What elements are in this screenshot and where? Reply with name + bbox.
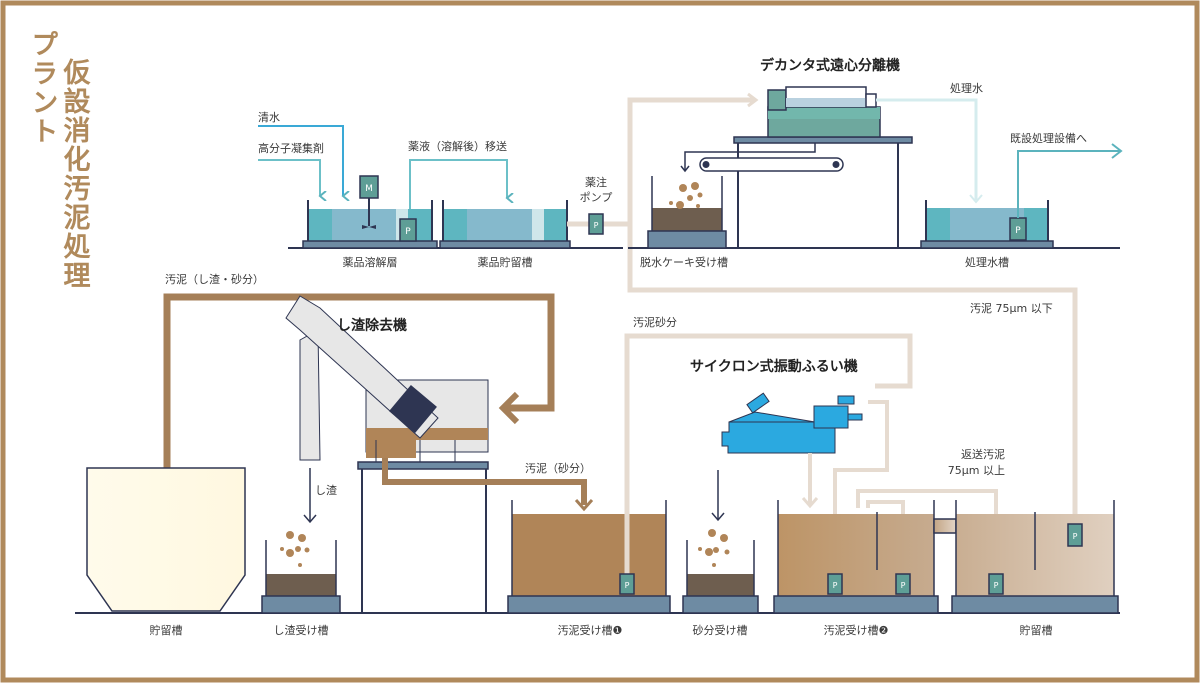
sludge-receiver-2: P P <box>773 500 939 614</box>
sludge-receiver2-label: 汚泥受け槽❷ <box>824 624 889 637</box>
svg-text:P: P <box>994 581 999 590</box>
return-label-1: 返送汚泥 <box>961 447 1005 461</box>
svg-text:P: P <box>1073 532 1078 541</box>
clear-water-label: 清水 <box>258 111 280 124</box>
sludge-sand-fraction-label: 汚泥砂分 <box>633 316 677 329</box>
clear-water-line <box>258 125 343 196</box>
treated-water-line <box>876 98 978 200</box>
sludge-receiver1-label: 汚泥受け槽❶ <box>558 624 623 637</box>
pump-icon <box>988 573 1004 595</box>
sand-receiver-label: 砂分受け槽 <box>693 624 748 637</box>
screening-machine <box>285 295 594 613</box>
conveyor-belt <box>699 157 844 172</box>
chem-pump-icon <box>588 213 604 235</box>
storage-right-label: 貯留槽 <box>1020 624 1053 637</box>
to-existing-line <box>1017 150 1120 218</box>
svg-text:プラント: プラント <box>27 30 58 146</box>
sludge-screenings-label: 汚泥（し渣・砂分） <box>165 272 264 286</box>
svg-text:M: M <box>365 184 373 194</box>
svg-text:P: P <box>625 581 630 590</box>
treated-water-tank: P <box>920 200 1054 249</box>
pump-icon <box>619 573 635 595</box>
sludge-under75-label: 汚泥 75μm 以下 <box>970 302 1053 315</box>
title-sub: プラント <box>27 30 58 146</box>
chem-transfer-line <box>409 159 507 210</box>
chem-pump-label-2: ポンプ <box>580 191 613 204</box>
sludge-sand-label: 汚泥（砂分） <box>525 462 591 475</box>
storage-tank-left <box>86 467 246 612</box>
storage-left-label: 貯留槽 <box>150 624 183 637</box>
svg-text:仮設消化汚泥処理: 仮設消化汚泥処理 <box>59 58 92 290</box>
sand-receiver-tank <box>682 529 759 614</box>
overflow-connector <box>933 518 957 534</box>
sludge-sand-fraction-line <box>624 333 913 574</box>
polymer-label: 高分子凝集剤 <box>258 141 324 155</box>
pump-icon <box>399 218 417 242</box>
svg-text:P: P <box>833 581 838 590</box>
return-label-2: 75μm 以上 <box>948 464 1005 477</box>
agitator-blade-icon <box>362 225 376 229</box>
chem-storage-tank <box>439 200 571 249</box>
treated-tank-label: 処理水槽 <box>965 256 1009 269</box>
screenings-receiver-label: し渣受け槽 <box>274 623 329 637</box>
chem-dissolve-label: 薬品溶解層 <box>343 255 398 269</box>
svg-text:P: P <box>594 221 599 230</box>
cake-particles-icon <box>669 182 703 209</box>
title-main: 仮設消化汚泥処理 <box>59 58 92 290</box>
svg-text:P: P <box>405 227 411 237</box>
cake-receiver-label: 脱水ケーキ受け槽 <box>640 255 728 269</box>
polymer-line <box>258 159 320 196</box>
cyclone-title: サイクロン式振動ふるい機 <box>690 358 858 375</box>
screen-title: し渣除去機 <box>337 317 407 334</box>
decanter-centrifuge <box>680 86 913 248</box>
screenings-receiver-tank <box>261 531 341 614</box>
pump-icon <box>1067 523 1083 547</box>
treated-water-label: 処理水 <box>950 82 983 95</box>
svg-text:P: P <box>1015 226 1021 236</box>
chem-storage-label: 薬品貯留槽 <box>478 256 533 269</box>
chem-transfer-label: 薬液（溶解後）移送 <box>408 139 507 153</box>
sludge-screenings-line <box>163 293 555 468</box>
cyclone-vibrating-screen <box>721 392 863 454</box>
chem-pump-label-1: 薬注 <box>585 175 607 189</box>
pump-icon <box>827 573 843 595</box>
sludge-under75-line <box>627 97 1078 520</box>
decanter-title: デカンタ式遠心分離機 <box>760 57 900 74</box>
pump-icon <box>895 573 911 595</box>
sludge-receiver-1 <box>507 500 671 614</box>
return-line <box>833 400 889 574</box>
svg-text:P: P <box>901 581 906 590</box>
cake-receiver-tank <box>647 176 727 249</box>
chem-dissolve-tank: M P <box>302 175 438 249</box>
screenings-label: し渣 <box>315 483 337 497</box>
to-existing-label: 既設処理設備へ <box>1010 131 1087 145</box>
storage-tank-right: P P <box>951 500 1119 614</box>
